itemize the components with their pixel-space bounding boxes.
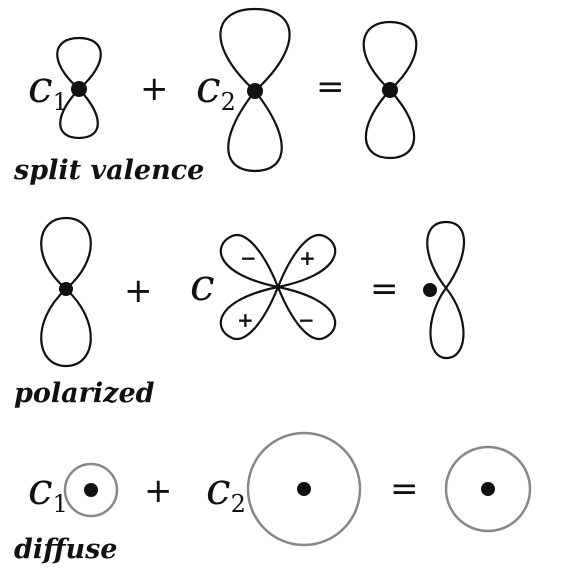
- label-split-valence: split valence: [14, 155, 205, 186]
- lobe-sign-bottom-right: −: [298, 308, 315, 332]
- equals-operator: =: [390, 469, 419, 509]
- nucleus-dot-icon: [423, 283, 437, 297]
- d-orbital-icon: [219, 233, 337, 341]
- label-polarized: polarized: [14, 378, 155, 409]
- equals-operator: =: [370, 269, 399, 309]
- nucleus-dot-icon: [382, 82, 398, 98]
- label-diffuse: diffuse: [14, 534, 118, 565]
- p-orbital-large-icon: [219, 7, 291, 173]
- equals-operator: =: [316, 67, 345, 107]
- coefficient-c2: c2: [206, 464, 246, 518]
- coefficient-c1: c1: [28, 62, 68, 116]
- s-orbital-result-icon: [444, 445, 532, 533]
- plus-operator: +: [124, 271, 153, 311]
- nucleus-dot-icon: [84, 483, 98, 497]
- p-orbital-result-icon: [362, 20, 418, 160]
- p-orbital-polar-icon: [40, 216, 92, 368]
- nucleus-dot-icon: [247, 83, 263, 99]
- plus-operator: +: [140, 69, 169, 109]
- nucleus-dot-icon: [481, 482, 495, 496]
- p-orbital-small-icon: [56, 36, 102, 140]
- s-orbital-small-icon: [63, 462, 119, 518]
- plus-operator: +: [144, 471, 173, 511]
- nucleus-dot-icon: [59, 282, 73, 296]
- coefficient-c1: c1: [28, 464, 68, 518]
- nucleus-dot-icon: [297, 482, 311, 496]
- lobe-sign-top-left: −: [240, 246, 257, 270]
- s-orbital-large-icon: [246, 431, 362, 547]
- polarized-result-orbital-icon: [426, 220, 466, 360]
- nucleus-dot-icon: [71, 81, 87, 97]
- coefficient-c: c: [190, 260, 215, 311]
- lobe-sign-bottom-left: +: [237, 308, 254, 332]
- lobe-sign-top-right: +: [299, 246, 316, 270]
- coefficient-c2: c2: [196, 62, 236, 116]
